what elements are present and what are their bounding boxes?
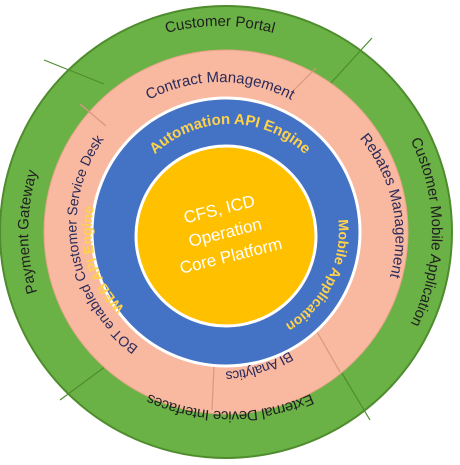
middle-divider <box>291 67 317 93</box>
core-circle <box>134 144 318 328</box>
middle-divider <box>79 103 107 127</box>
outer-divider <box>59 365 107 401</box>
middle-divider <box>211 365 215 411</box>
outer-divider <box>329 37 373 85</box>
outer-divider <box>339 369 371 421</box>
middle-divider <box>315 329 341 373</box>
outer-divider <box>43 59 105 85</box>
